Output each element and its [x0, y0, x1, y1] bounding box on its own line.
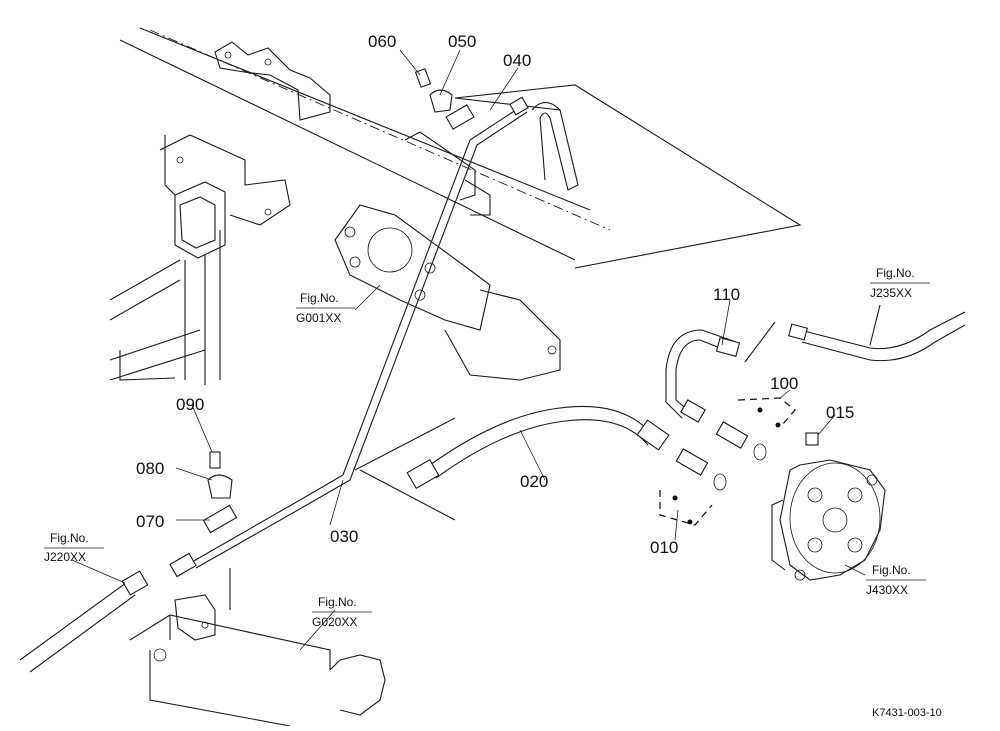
fig-ref-code: J430XX: [866, 583, 908, 597]
part-label-100: 100: [770, 374, 798, 393]
fig-ref-code: J220XX: [44, 550, 86, 564]
fitting-010-group: [659, 448, 727, 526]
chassis-frame-drawing: [109, 27, 802, 385]
part-label-060: 060: [368, 32, 396, 51]
part-label-050: 050: [448, 32, 476, 51]
part-label-010: 010: [650, 538, 678, 557]
part-label-030: 030: [330, 527, 358, 546]
fig-ref-j430xx: Fig.No. J430XX: [866, 563, 926, 597]
part-label-015: 015: [826, 403, 854, 422]
part-label-040: 040: [503, 51, 531, 70]
fig-ref-code: J235XX: [870, 286, 912, 300]
fig-ref-prefix: Fig.No.: [50, 531, 89, 545]
part-label-020: 020: [520, 472, 548, 491]
drawing-code: K7431-003-10: [872, 707, 942, 719]
fig-ref-prefix: Fig.No.: [300, 291, 339, 305]
part-label-070: 070: [136, 512, 164, 531]
part-label-080: 080: [136, 459, 164, 478]
part-label-110: 110: [713, 285, 740, 304]
valve-body: [771, 459, 886, 581]
fig-ref-g001xx: Fig.No. G001XX: [296, 291, 355, 325]
hose-020: [354, 405, 670, 521]
fig-ref-j235xx: Fig.No. J235XX: [870, 266, 930, 300]
small-parts-mid: [202, 451, 238, 534]
pipe-110: [665, 321, 776, 423]
fig-ref-prefix: Fig.No.: [876, 266, 915, 280]
fig-ref-j220xx: Fig.No. J220XX: [44, 531, 104, 564]
figure-references: Fig.No. G001XX Fig.No. J235XX Fig.No. J2…: [44, 266, 930, 629]
fig-ref-g020xx: Fig.No. G020XX: [312, 595, 372, 629]
small-parts-top: [414, 68, 475, 130]
line-to-j235: [788, 304, 966, 362]
fig-ref-code: G020XX: [312, 615, 357, 629]
fig-ref-prefix: Fig.No.: [318, 595, 357, 609]
fitting-100-group: [715, 397, 819, 461]
leader-lines: [71, 49, 866, 651]
fig-ref-prefix: Fig.No.: [872, 563, 911, 577]
pipe-030: [169, 96, 529, 578]
lower-frame-drawing: [19, 568, 386, 727]
part-label-090: 090: [176, 395, 204, 414]
part-labels: 060 050 040 090 080 070 030 020 010 110 …: [136, 32, 854, 557]
fig-ref-code: G001XX: [296, 311, 341, 325]
